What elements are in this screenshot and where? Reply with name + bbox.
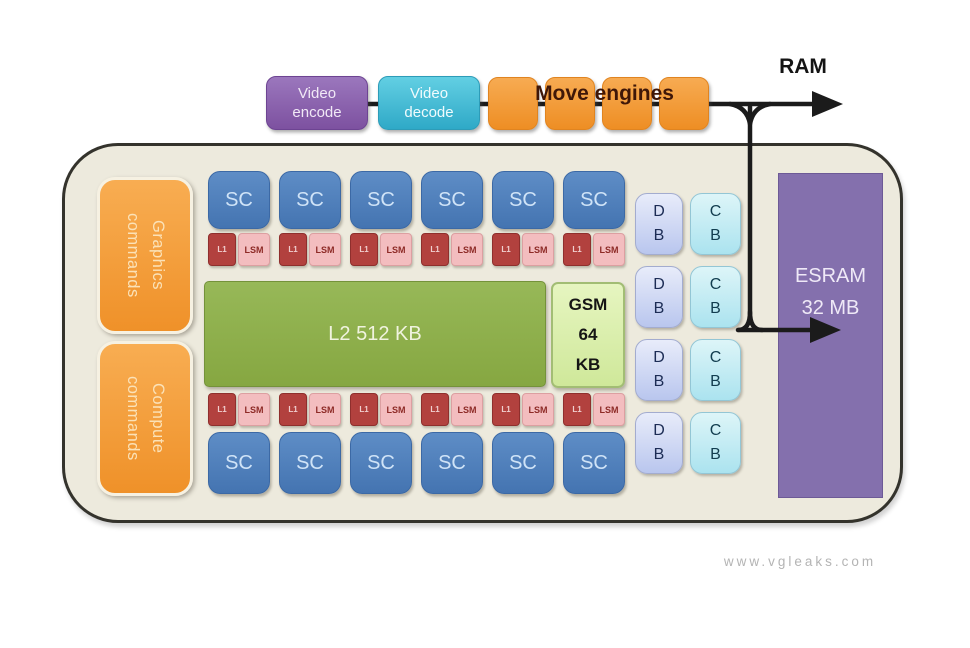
sc-block: SC: [492, 171, 554, 229]
l1-cache-block: L1: [492, 393, 520, 426]
sc-block: SC: [563, 171, 625, 229]
l1-cache-block: L1: [492, 233, 520, 266]
l1-cache-block: L1: [279, 233, 307, 266]
lsm-block: LSM: [380, 393, 412, 426]
sc-block: SC: [421, 171, 483, 229]
move-engines-label: Move engines: [535, 82, 674, 105]
cache-pair: L1 LSM: [208, 233, 270, 266]
sc-block: SC: [350, 432, 412, 494]
sc-row-top: SC SC SC SC SC SC: [208, 171, 625, 229]
video-encode-block: Video encode: [266, 76, 368, 130]
compute-commands-block: Compute commands: [97, 341, 193, 496]
cache-row-bottom: L1 LSM L1 LSM L1 LSM L1 LSM L1 LSM L1 LS…: [208, 393, 625, 426]
l1-cache-block: L1: [279, 393, 307, 426]
cb-block: C B: [690, 339, 741, 401]
sc-block: SC: [563, 432, 625, 494]
cache-pair: L1 LSM: [421, 233, 483, 266]
cb-column: C B C B C B C B: [690, 193, 741, 474]
cache-pair: L1 LSM: [563, 233, 625, 266]
db-block: D B: [635, 193, 683, 255]
soc-container: Graphics commands Compute commands SC SC…: [62, 143, 903, 523]
db-block: D B: [635, 412, 683, 474]
l1-cache-block: L1: [208, 393, 236, 426]
cache-pair: L1 LSM: [492, 233, 554, 266]
lsm-block: LSM: [593, 393, 625, 426]
sc-block: SC: [350, 171, 412, 229]
lsm-block: LSM: [380, 233, 412, 266]
bus-junction-top: [727, 101, 773, 127]
cache-pair: L1 LSM: [279, 233, 341, 266]
lsm-block: LSM: [451, 233, 483, 266]
cache-pair: L1 LSM: [563, 393, 625, 426]
video-decode-block: Video decode: [378, 76, 480, 130]
sc-block: SC: [208, 171, 270, 229]
sc-block: SC: [208, 432, 270, 494]
cache-pair: L1 LSM: [208, 393, 270, 426]
db-block: D B: [635, 266, 683, 328]
lsm-block: LSM: [309, 233, 341, 266]
cache-pair: L1 LSM: [350, 393, 412, 426]
cb-block: C B: [690, 412, 741, 474]
watermark: www.vgleaks.com: [723, 554, 877, 569]
cb-block: C B: [690, 266, 741, 328]
l1-cache-block: L1: [421, 233, 449, 266]
sc-block: SC: [279, 171, 341, 229]
lsm-block: LSM: [451, 393, 483, 426]
l1-cache-block: L1: [350, 233, 378, 266]
l1-cache-block: L1: [563, 393, 591, 426]
l2-cache-block: L2 512 KB: [204, 281, 546, 387]
cache-pair: L1 LSM: [421, 393, 483, 426]
sc-row-bottom: SC SC SC SC SC SC: [208, 432, 625, 494]
cache-row-top: L1 LSM L1 LSM L1 LSM L1 LSM L1 LSM L1 LS…: [208, 233, 625, 266]
cache-pair: L1 LSM: [350, 233, 412, 266]
cb-block: C B: [690, 193, 741, 255]
sc-block: SC: [421, 432, 483, 494]
gsm-block: GSM 64 KB: [551, 282, 625, 388]
cache-pair: L1 LSM: [492, 393, 554, 426]
sc-block: SC: [492, 432, 554, 494]
l1-cache-block: L1: [208, 233, 236, 266]
lsm-block: LSM: [238, 233, 270, 266]
l1-cache-block: L1: [421, 393, 449, 426]
ram-label: RAM: [779, 55, 827, 78]
db-column: D B D B D B D B: [635, 193, 683, 474]
db-block: D B: [635, 339, 683, 401]
lsm-block: LSM: [593, 233, 625, 266]
ram-arrow-icon: [812, 91, 843, 117]
lsm-block: LSM: [522, 393, 554, 426]
esram-block: ESRAM 32 MB: [778, 173, 883, 498]
lsm-block: LSM: [522, 233, 554, 266]
l1-cache-block: L1: [350, 393, 378, 426]
lsm-block: LSM: [238, 393, 270, 426]
l1-cache-block: L1: [563, 233, 591, 266]
lsm-block: LSM: [309, 393, 341, 426]
sc-block: SC: [279, 432, 341, 494]
graphics-commands-block: Graphics commands: [97, 177, 193, 334]
cache-pair: L1 LSM: [279, 393, 341, 426]
